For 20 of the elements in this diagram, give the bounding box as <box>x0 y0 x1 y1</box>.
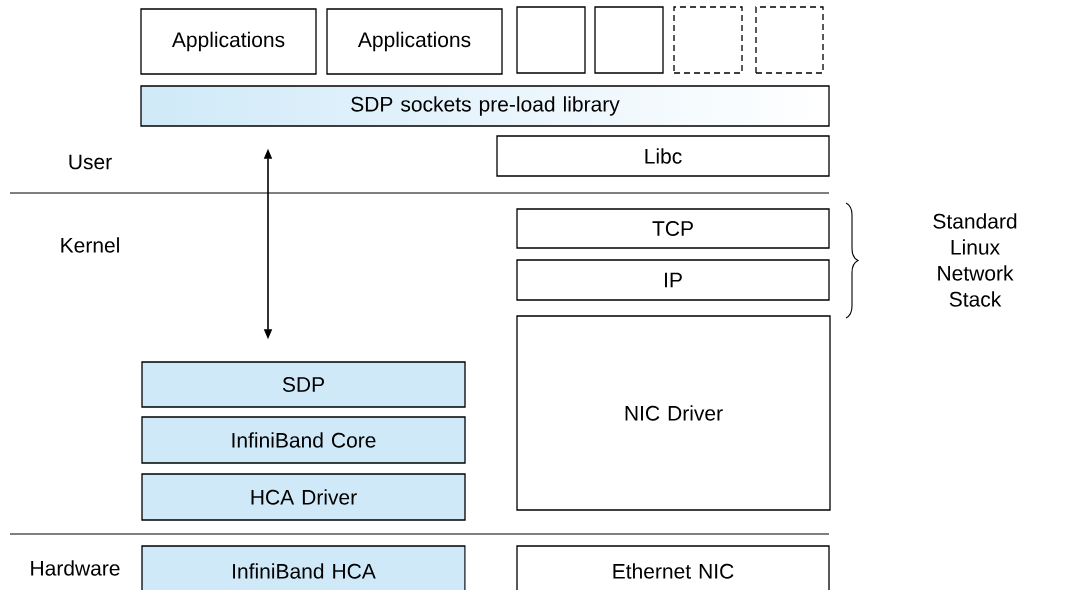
layer-box: SDP <box>141 361 466 408</box>
layer-box: Libc <box>496 135 830 177</box>
stack-label: Standard Linux Network Stack <box>933 213 1017 307</box>
empty-box <box>594 6 664 74</box>
layer-box: NIC Driver <box>516 315 831 511</box>
layer-box: InfiniBand Core <box>141 416 466 464</box>
hardware-label: Hardware <box>31 560 120 576</box>
empty-box <box>516 6 586 74</box>
layer-box: Applications <box>140 8 317 75</box>
layer-box: TCP <box>516 208 830 249</box>
layer-box: InfiniBand HCA <box>141 545 466 590</box>
layer-box: Applications <box>326 8 503 75</box>
empty-box <box>755 6 824 74</box>
layer-box: IP <box>516 259 830 301</box>
layer-box: Ethernet NIC <box>516 545 830 590</box>
empty-box <box>673 6 743 74</box>
layer-box: SDP sockets pre-load library <box>140 85 830 127</box>
layer-box: HCA Driver <box>141 473 466 521</box>
user-label: User <box>69 154 112 170</box>
kernel-label: Kernel <box>61 237 119 253</box>
